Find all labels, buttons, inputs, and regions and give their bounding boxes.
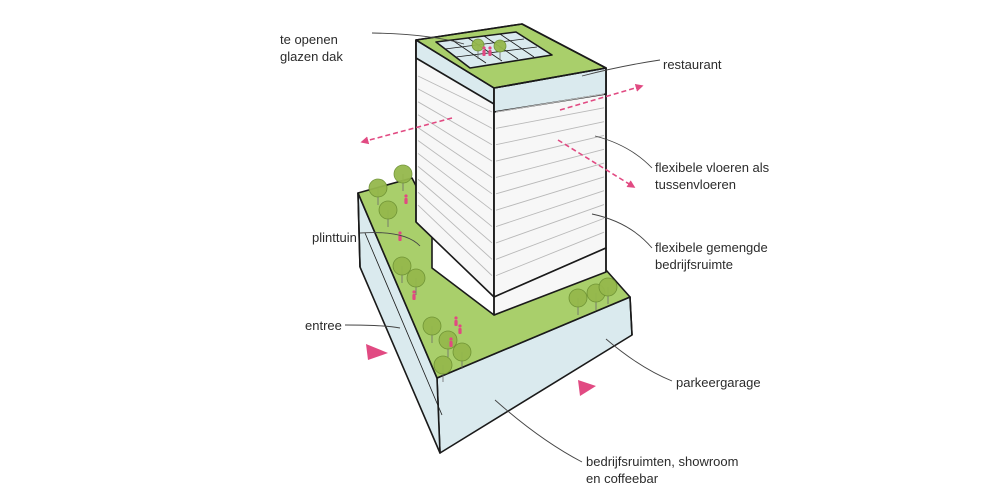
tree-icon [393, 164, 413, 191]
label-entree: entree [305, 318, 342, 333]
label-plinttuin: plinttuin [312, 230, 357, 245]
label-glazen-dak: te openen glazen dak [280, 32, 343, 64]
trees [368, 38, 618, 382]
arrow-icon [559, 83, 644, 111]
person-icon [449, 337, 453, 347]
leader-lines [344, 32, 673, 463]
tree-icon [378, 200, 398, 227]
entrance-arrow-icon [366, 344, 388, 360]
tree-icon [392, 256, 412, 283]
person-icon [404, 194, 408, 204]
label-restaurant: restaurant [663, 57, 722, 72]
person-icon [412, 290, 416, 300]
person-icon [482, 46, 486, 56]
tree-icon [406, 268, 426, 295]
flow-arrows [360, 83, 644, 396]
person-icon [488, 46, 492, 56]
glazen-dak [435, 31, 553, 69]
tree-icon [433, 355, 453, 382]
tree-icon [422, 316, 442, 343]
tower [415, 23, 607, 316]
person-icon [458, 324, 462, 334]
label-bedrijfsruimten: bedrijfsruimten, showroom en coffeebar [586, 454, 739, 486]
tree-icon [493, 39, 507, 60]
tree-icon [568, 288, 588, 315]
tree-icon [368, 178, 388, 205]
label-flexibele-bedrijfsruimte: flexibele gemengde bedrijfsruimte [655, 240, 768, 272]
tree-icon [452, 342, 472, 369]
tree-icon [471, 38, 485, 59]
label-flexibele-vloeren: flexibele vloeren als tussenvloeren [655, 160, 770, 192]
tree-icon [598, 277, 618, 304]
floor-lines [417, 75, 605, 277]
entrance-arrow-icon [578, 380, 596, 396]
arrow-icon [557, 139, 636, 188]
people [398, 46, 492, 347]
label-parkeergarage: parkeergarage [676, 375, 761, 390]
person-icon [454, 316, 458, 326]
glass-roof-frame [444, 33, 538, 64]
person-icon [398, 231, 402, 241]
